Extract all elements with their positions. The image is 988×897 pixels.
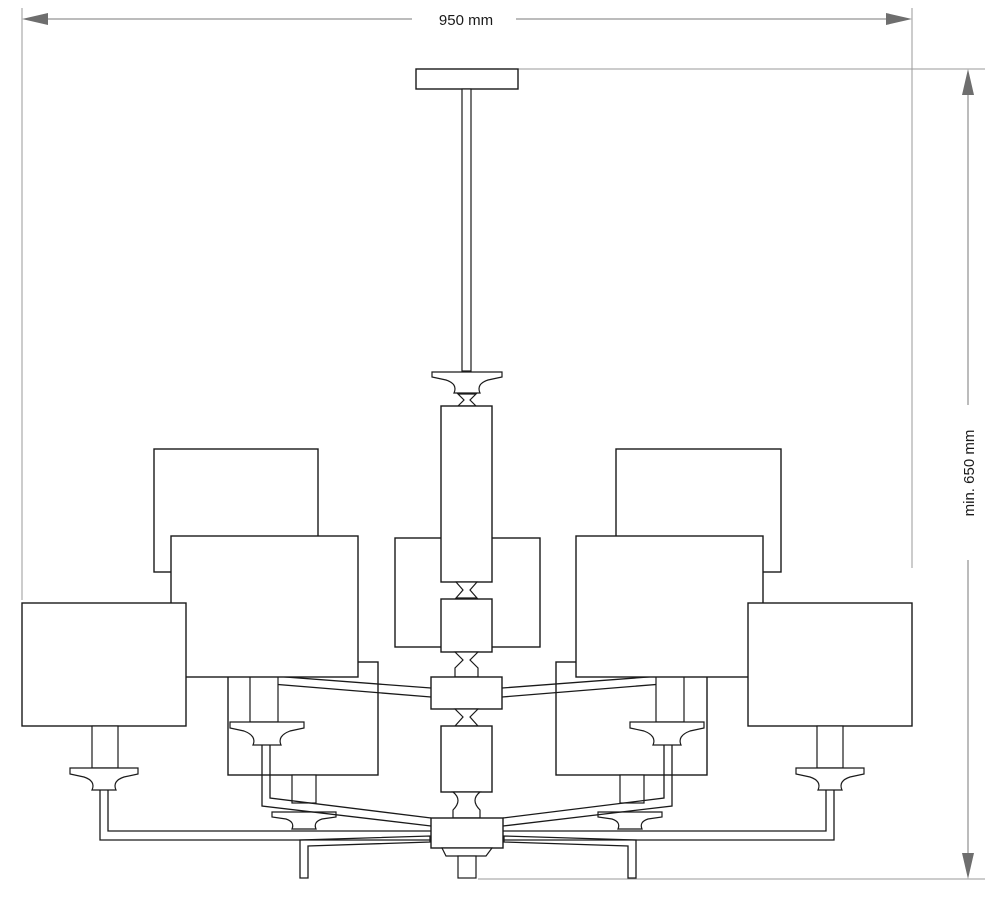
height-label: min. 650 mm bbox=[961, 430, 978, 517]
width-dimension: 950 mm bbox=[21, 8, 913, 600]
candle-cup bbox=[271, 811, 337, 830]
width-label: 950 mm bbox=[439, 12, 493, 29]
height-dimension: min. 650 mm bbox=[478, 68, 985, 880]
left-arrow-icon bbox=[22, 13, 48, 25]
outer-candles bbox=[69, 725, 865, 791]
lamp-shade bbox=[21, 602, 187, 727]
stem bbox=[461, 88, 472, 372]
lamp-shade bbox=[170, 535, 359, 678]
candle-cup bbox=[629, 721, 705, 746]
candle-cup bbox=[229, 721, 305, 746]
center-column bbox=[430, 371, 504, 879]
right-arrow-icon bbox=[886, 13, 912, 25]
lower-front-arms bbox=[99, 745, 835, 841]
lamp-shade bbox=[575, 535, 764, 678]
canopy bbox=[415, 68, 519, 90]
candle-cup bbox=[69, 767, 139, 791]
lamp-shade bbox=[747, 602, 913, 727]
top-arrow-icon bbox=[962, 69, 974, 95]
candle-cup bbox=[795, 767, 865, 791]
bottom-arrow-icon bbox=[962, 853, 974, 879]
middle-candles bbox=[229, 674, 705, 746]
front-middle-shades bbox=[170, 535, 764, 678]
candle-cup bbox=[431, 371, 503, 394]
candle-cup bbox=[597, 811, 663, 830]
